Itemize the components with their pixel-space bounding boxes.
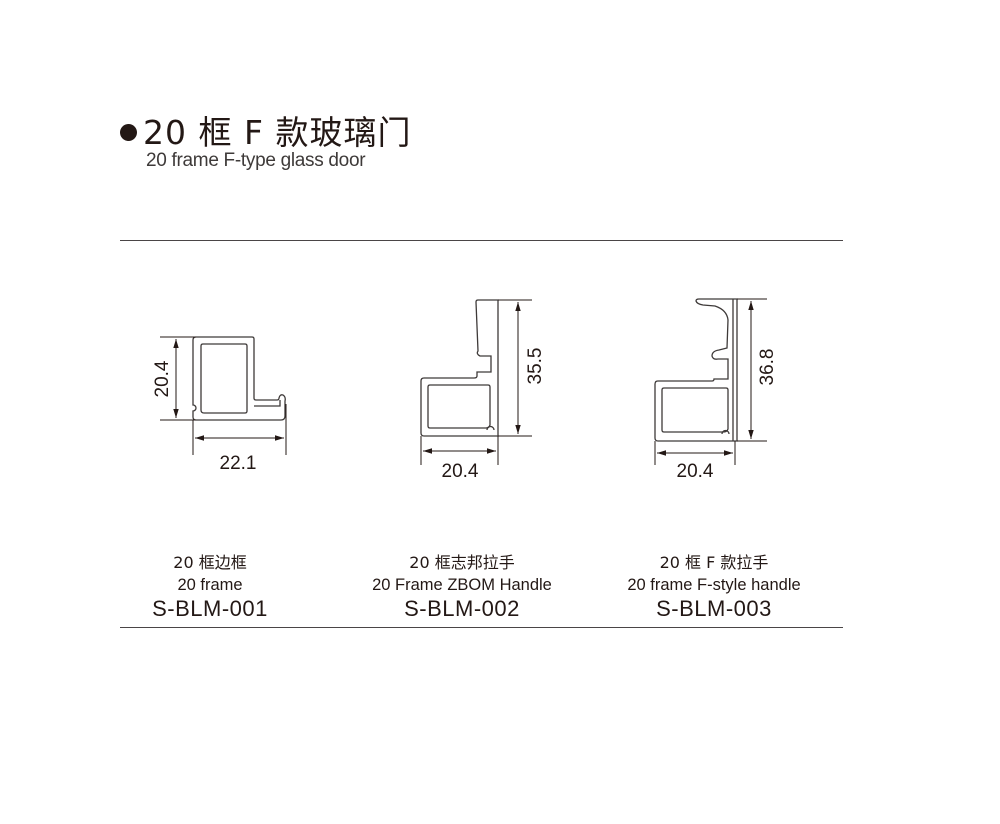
profile-2-dimensions	[420, 299, 532, 465]
profile-3-height-label: 36.8	[757, 349, 778, 386]
title-english: 20 frame F-type glass door	[146, 150, 366, 171]
profile-1-code: S-BLM-001	[152, 596, 268, 621]
profile-2-width-label: 20.4	[442, 461, 479, 482]
profile-2-caption: 20 框志邦拉手 20 Frame ZBOM Handle S-BLM-002	[332, 552, 592, 622]
profile-3-drawing	[654, 298, 738, 442]
profile-2-name-cn: 20 框志邦拉手	[409, 553, 515, 572]
profile-3-width-label: 20.4	[677, 461, 714, 482]
profile-3-caption: 20 框 F 款拉手 20 frame F-style handle S-BLM…	[584, 552, 844, 622]
bullet-icon	[120, 123, 137, 141]
profile-3-code: S-BLM-003	[656, 596, 772, 621]
profile-2-code: S-BLM-002	[404, 596, 520, 621]
profile-1-name-cn: 20 框边框	[173, 553, 247, 572]
profile-3-name-cn: 20 框 F 款拉手	[659, 553, 769, 572]
profile-1-caption: 20 框边框 20 frame S-BLM-001	[80, 552, 340, 622]
profile-2-drawing	[420, 299, 499, 437]
profile-3-name-en: 20 frame F-style handle	[627, 576, 801, 594]
profile-1-height-label: 20.4	[152, 360, 173, 397]
profile-1-drawing	[192, 336, 286, 421]
top-divider	[120, 240, 843, 241]
profile-1-dimensions	[160, 336, 287, 455]
profile-1-width-label: 22.1	[220, 453, 257, 474]
bottom-divider	[120, 627, 843, 628]
profile-3-dimensions	[654, 298, 767, 465]
profile-1-name-en: 20 frame	[177, 576, 243, 594]
title-chinese: 20 框 F 款玻璃门	[143, 113, 412, 152]
profile-2-height-label: 35.5	[525, 348, 546, 385]
section-title: 20 框 F 款玻璃门	[120, 106, 411, 154]
profile-2-name-en: 20 Frame ZBOM Handle	[372, 576, 552, 594]
